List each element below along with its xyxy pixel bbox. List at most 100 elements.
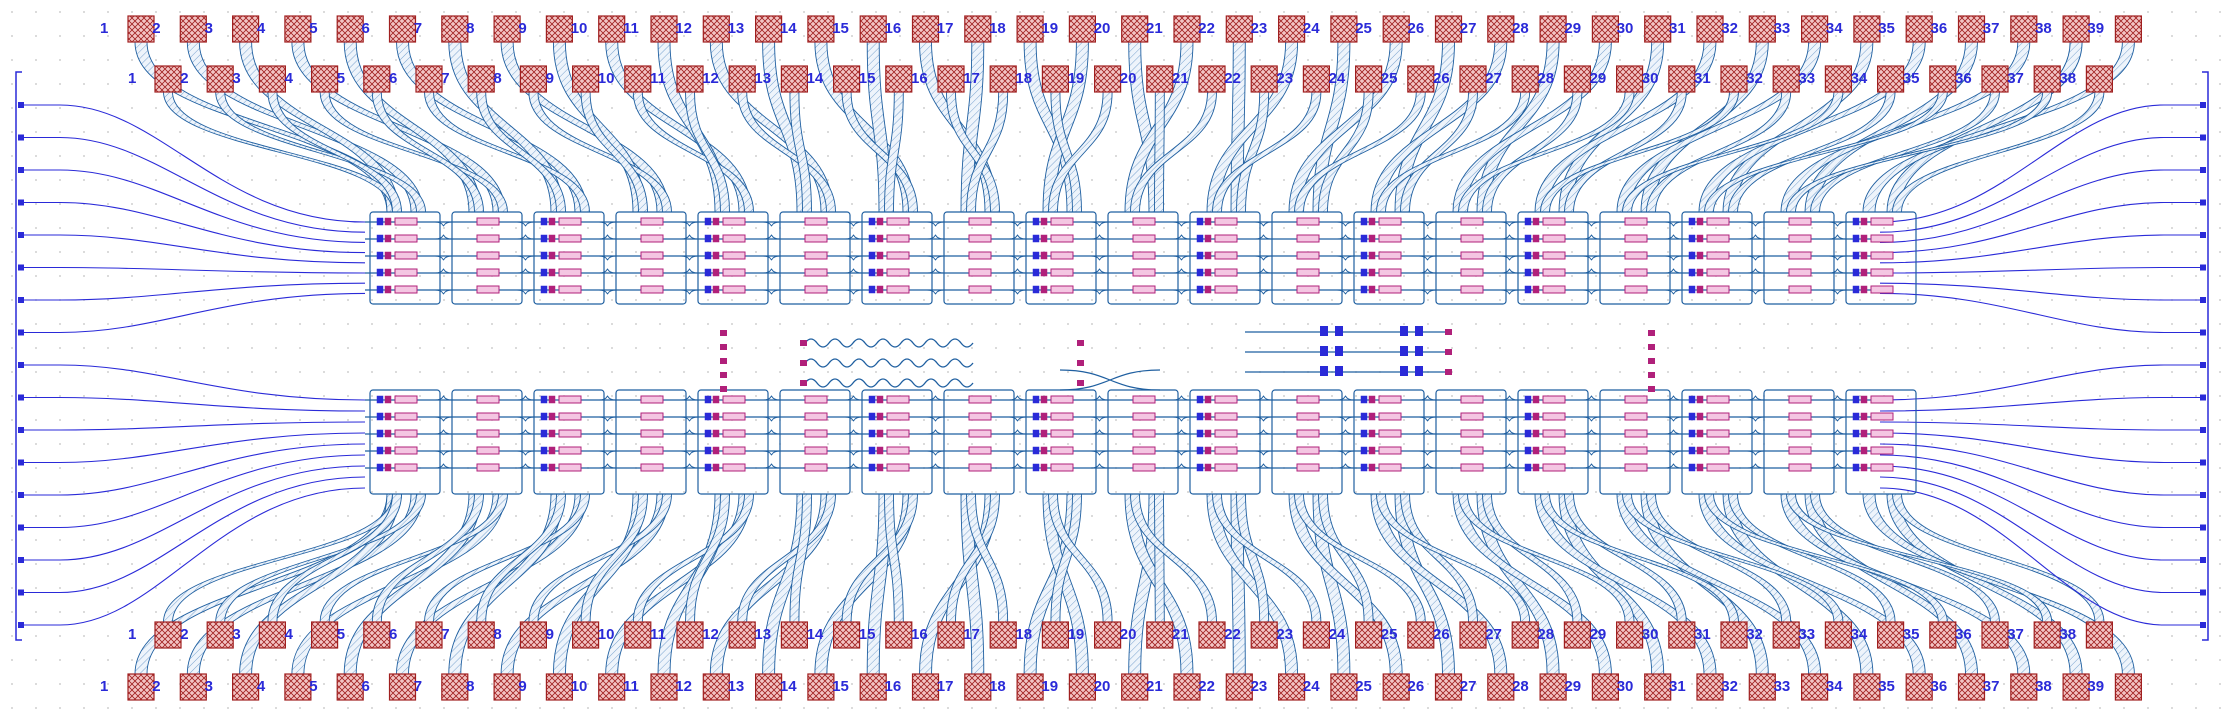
pad-label: 3: [204, 678, 213, 695]
bond-pad: [1459, 621, 1487, 649]
ring-resonator: [1050, 395, 1074, 404]
pad-label: 31: [1694, 626, 1711, 643]
coupler: [1172, 234, 1191, 240]
bond-pad: [154, 621, 182, 649]
coupler: [1008, 463, 1027, 469]
pad-label: 12: [702, 626, 719, 643]
ring-resonator: [1870, 251, 1894, 260]
ring-resonator: [1378, 268, 1402, 277]
heater-contact: [1368, 268, 1376, 277]
bond-pad: [832, 621, 861, 649]
pad-label: 19: [1067, 70, 1085, 87]
fiber-route: [1879, 292, 2200, 334]
pad-label: 8: [466, 20, 475, 37]
pad-label: 31: [1694, 70, 1711, 87]
pad-label: 39: [2087, 678, 2105, 695]
edge-coupler: [2200, 329, 2206, 336]
coupler: [1746, 450, 1765, 456]
pad-label: 31: [1669, 678, 1686, 695]
coupler: [1254, 416, 1273, 422]
edge-coupler: [18, 362, 24, 368]
ring-resonator: [1706, 446, 1730, 455]
device-block-bottom: [533, 389, 605, 495]
device-block-bottom: [1189, 389, 1261, 495]
bond-pad: [1093, 65, 1122, 93]
pad-label: 22: [1224, 626, 1241, 643]
device-block-top: [697, 211, 769, 305]
ring-resonator: [1706, 251, 1730, 260]
pad-label: 6: [389, 626, 398, 643]
coupler: [1254, 395, 1273, 401]
heater-contact: [1040, 412, 1048, 421]
ring-resonator: [1378, 412, 1402, 421]
bond-pad: [179, 673, 207, 701]
coupler: [1090, 416, 1109, 422]
bond-pad: [1957, 673, 1986, 701]
ring-resonator: [394, 285, 418, 294]
device-block-top: [1763, 211, 1835, 305]
coupler: [434, 450, 453, 456]
ring-resonator: [886, 412, 910, 421]
ring-resonator: [1378, 217, 1402, 226]
edge-coupler: [18, 134, 24, 141]
bond-pad: [441, 673, 469, 701]
ring-resonator: [476, 412, 500, 421]
modulator: [1415, 346, 1423, 356]
device-block-bottom: [1763, 389, 1835, 495]
bond-pad: [1511, 621, 1539, 649]
bond-pad: [1824, 65, 1853, 93]
heater-contact: [1524, 285, 1532, 294]
ring-resonator: [1214, 234, 1238, 243]
ring-resonator: [1050, 429, 1074, 438]
bond-pad: [206, 621, 234, 649]
modulator: [1320, 366, 1328, 376]
ring-resonator: [886, 234, 910, 243]
coupler: [926, 463, 945, 469]
edge-coupler: [2200, 589, 2206, 596]
bond-pad-layer: [127, 15, 2142, 701]
edge-coupler: [2200, 199, 2206, 206]
heater-contact: [1852, 412, 1860, 421]
heater-contact: [1032, 463, 1040, 472]
coupler: [516, 234, 535, 240]
coupler: [1336, 234, 1355, 240]
ring-resonator: [1706, 217, 1730, 226]
heater-contact: [1040, 463, 1048, 472]
bond-pad: [1929, 65, 1957, 93]
heater-contact: [1032, 285, 1040, 294]
coupler: [1336, 395, 1355, 401]
heater-contact: [868, 429, 876, 438]
heater-contact: [540, 446, 548, 455]
heater-contact: [548, 268, 556, 277]
coupler: [1418, 255, 1437, 261]
heater-contact: [876, 285, 884, 294]
coupler: [1746, 416, 1765, 422]
coupler: [1500, 289, 1519, 295]
fiber-route: [24, 421, 366, 431]
pad-label: 10: [570, 20, 588, 37]
pad-label: 30: [1616, 678, 1634, 695]
bond-pad: [1800, 15, 1829, 43]
grating-coupler: [1648, 344, 1655, 350]
ring-resonator: [886, 446, 910, 455]
heater-contact: [1860, 217, 1868, 226]
coupler: [926, 289, 945, 295]
coupler: [1008, 234, 1027, 240]
fiber-route: [24, 396, 366, 412]
device-block-top: [1435, 211, 1507, 305]
coupler: [762, 268, 781, 274]
bond-pad: [1068, 673, 1097, 701]
ring-resonator: [640, 234, 664, 243]
coupler: [1582, 450, 1601, 456]
coupler: [1746, 268, 1765, 274]
coupler: [680, 268, 699, 274]
heater-contact: [1032, 268, 1040, 277]
fiber-route: [24, 364, 366, 401]
ring-resonator: [886, 429, 910, 438]
fiber-route: [1879, 421, 2200, 431]
pad-label: 34: [1850, 70, 1868, 87]
coupler: [844, 395, 863, 401]
fiber-array-bracket-left: [15, 71, 22, 641]
ring-resonator: [1624, 285, 1648, 294]
heater-contact: [876, 251, 884, 260]
